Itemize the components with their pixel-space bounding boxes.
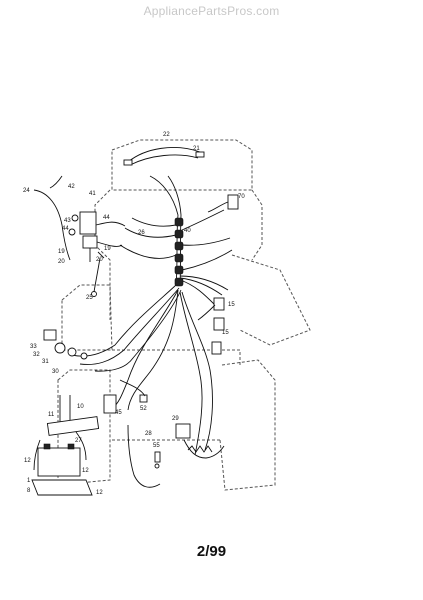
callout-70: 70 bbox=[238, 194, 245, 200]
callout-25: 25 bbox=[86, 295, 93, 301]
callout-12c: 12 bbox=[96, 490, 103, 496]
harness-coil bbox=[174, 217, 184, 287]
part-28-wire bbox=[127, 424, 161, 488]
callout-41: 41 bbox=[89, 191, 96, 197]
callout-labels: 22 21 70 24 42 41 43 44 44 40 26 19 19 2… bbox=[23, 132, 245, 496]
page-number: 2/99 bbox=[196, 543, 227, 560]
callout-11: 11 bbox=[48, 412, 55, 418]
callout-15b: 15 bbox=[222, 330, 229, 336]
callout-44b: 44 bbox=[103, 215, 110, 221]
callout-44a: 44 bbox=[62, 226, 69, 232]
callout-33: 33 bbox=[30, 344, 37, 350]
callout-28: 28 bbox=[145, 431, 152, 437]
callout-32: 32 bbox=[33, 352, 40, 358]
callout-43: 43 bbox=[64, 218, 71, 224]
callout-8: 8 bbox=[27, 488, 31, 494]
callout-55: 55 bbox=[153, 443, 160, 449]
callout-31: 31 bbox=[42, 359, 49, 365]
callout-52: 52 bbox=[140, 406, 147, 412]
headlight-wire bbox=[123, 147, 205, 166]
battery-assembly bbox=[31, 395, 100, 496]
callout-30: 30 bbox=[52, 369, 59, 375]
watermark: AppliancePartsPros.com bbox=[143, 4, 280, 18]
part-24-wire bbox=[33, 175, 71, 261]
part-29-coil bbox=[175, 423, 225, 459]
callout-12b: 12 bbox=[82, 468, 89, 474]
callout-21: 21 bbox=[193, 146, 200, 152]
callout-22: 22 bbox=[163, 132, 170, 138]
callout-15a: 15 bbox=[228, 302, 235, 308]
callout-26: 26 bbox=[138, 230, 145, 236]
callout-29: 29 bbox=[172, 416, 179, 422]
callout-45: 45 bbox=[115, 410, 122, 416]
part-45-module bbox=[103, 379, 148, 414]
callout-24: 24 bbox=[23, 188, 30, 194]
callout-12a: 12 bbox=[24, 458, 31, 464]
callout-20a: 20 bbox=[58, 259, 65, 265]
part-25-rod bbox=[91, 257, 101, 297]
callout-20b: 20 bbox=[96, 257, 103, 263]
callout-19a: 19 bbox=[58, 249, 65, 255]
callout-42: 42 bbox=[68, 184, 75, 190]
callout-1: 1 bbox=[27, 478, 31, 484]
part-70-switch bbox=[207, 194, 239, 213]
solenoid-assembly bbox=[68, 211, 126, 262]
callout-27: 27 bbox=[75, 438, 82, 444]
ignition-switch bbox=[43, 329, 88, 360]
callout-19b: 19 bbox=[104, 246, 111, 252]
callout-40: 40 bbox=[184, 228, 191, 234]
callout-10: 10 bbox=[77, 404, 84, 410]
part-15-connectors bbox=[197, 297, 225, 355]
